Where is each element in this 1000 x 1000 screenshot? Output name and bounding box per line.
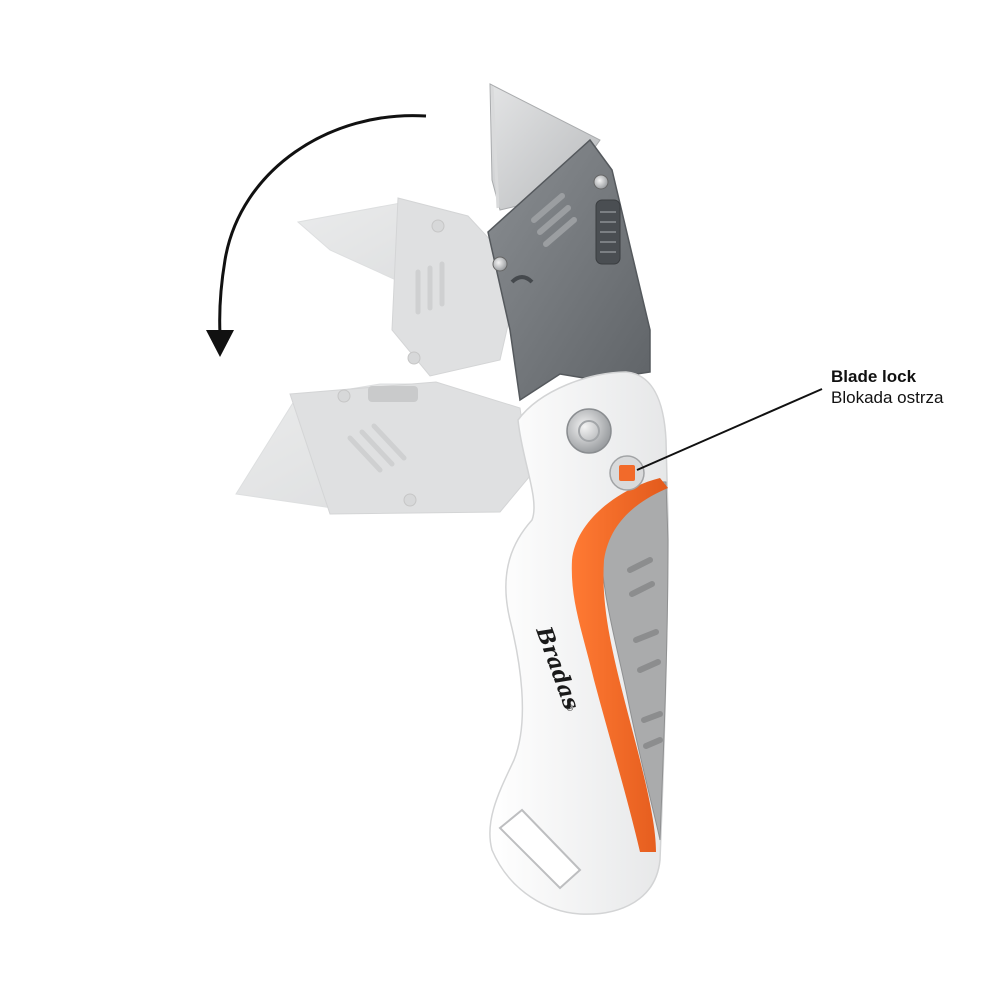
registered-mark: ® bbox=[562, 702, 574, 714]
blade-lock-callout: Blade lock Blokada ostrza bbox=[831, 366, 991, 409]
blade-lock-button-icon bbox=[609, 455, 645, 491]
ghost-blade-upper bbox=[296, 197, 521, 377]
ghost-blade-lower bbox=[235, 381, 531, 515]
callout-title: Blade lock bbox=[831, 367, 917, 386]
handle bbox=[489, 371, 669, 915]
callout-subtitle: Blokada ostrza bbox=[831, 388, 944, 408]
callout-leader-line bbox=[636, 388, 823, 471]
blade-carrier bbox=[487, 138, 651, 402]
curved-arrow-down-icon bbox=[206, 114, 427, 357]
pivot-screw-icon bbox=[566, 408, 612, 454]
